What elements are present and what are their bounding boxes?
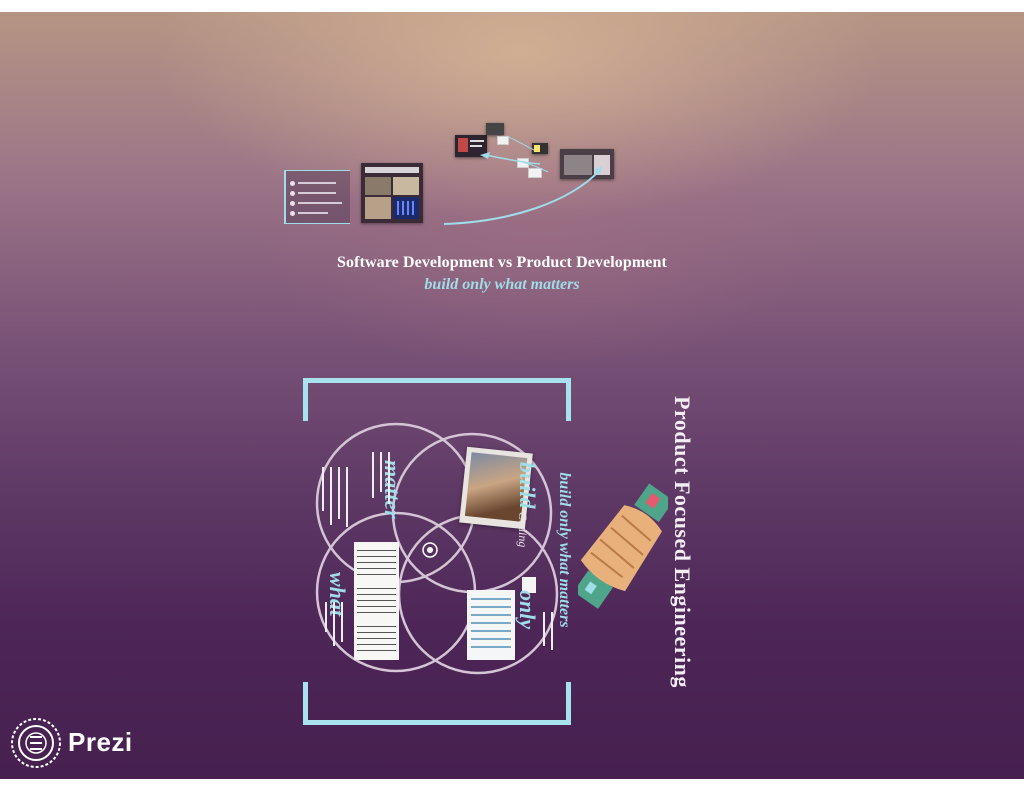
frame-subtitle: build only what matters [556, 472, 573, 628]
note-text [321, 602, 345, 652]
app-screenshot-image [467, 590, 515, 660]
word-only: only [515, 590, 540, 630]
slide-thumbnail[interactable] [497, 136, 509, 145]
comic-strip-image [354, 542, 399, 660]
note-text [368, 452, 392, 512]
toc-row [290, 191, 346, 197]
slide-thumbnail[interactable] [486, 123, 504, 135]
photo-collage-thumbnail[interactable] [361, 163, 423, 223]
frame-title: Product Focused Engineering [670, 396, 695, 688]
frame-bracket-bottom [303, 682, 571, 725]
toc-row [290, 181, 346, 187]
slide-thumbnail[interactable] [560, 149, 614, 179]
note-text [539, 612, 555, 662]
slide-thumbnail[interactable] [528, 168, 542, 178]
toc-panel-thumbnail[interactable] [284, 170, 350, 224]
prezi-logo-icon[interactable] [10, 717, 62, 769]
prezi-canvas[interactable]: Software Development vs Product Developm… [0, 12, 1024, 779]
slide-thumbnail[interactable] [455, 135, 487, 157]
presentation-subtitle: build only what matters [424, 276, 580, 293]
handshake-icon [578, 483, 668, 609]
path-arrow-icon [443, 135, 602, 225]
toc-row [290, 201, 346, 207]
prezi-logo-text[interactable]: Prezi [68, 727, 133, 757]
toc-row [290, 211, 346, 217]
note-text [318, 467, 350, 537]
small-image [522, 577, 536, 593]
presentation-title: Software Development vs Product Developm… [337, 254, 667, 271]
word-coding: Coding [516, 512, 530, 548]
frame-bracket-top [303, 378, 571, 421]
word-build: build [515, 462, 540, 509]
slide-thumbnail[interactable] [532, 143, 548, 154]
